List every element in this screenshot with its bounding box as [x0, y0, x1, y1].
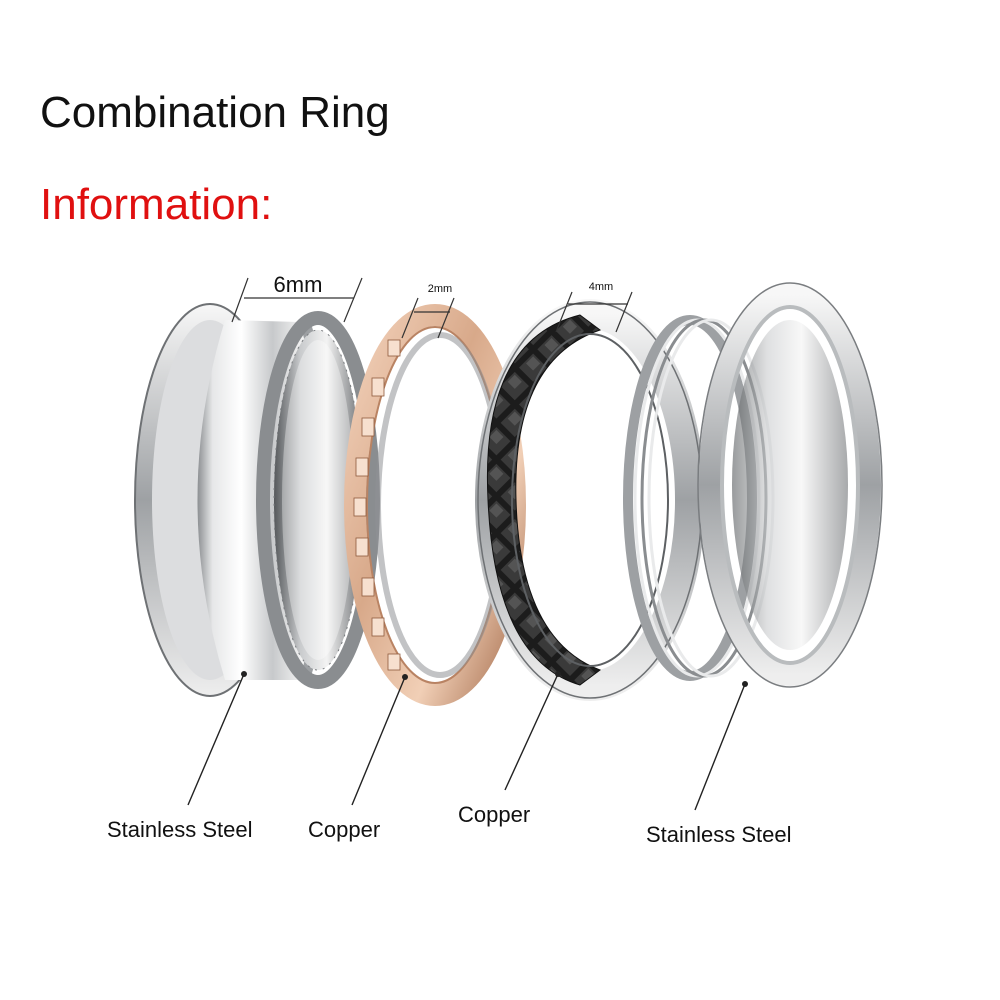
information-heading: Information:	[40, 180, 273, 229]
dimension-4mm: 4mm	[555, 281, 633, 333]
material-label-ring-4: Stainless Steel	[646, 822, 792, 847]
dimension-4mm-label: 4mm	[589, 281, 613, 293]
ring-4-stainless-steel-threaded	[623, 282, 883, 688]
dimension-6mm-label: 6mm	[274, 272, 323, 297]
material-label-ring-2: Copper	[308, 817, 380, 842]
ring-3-copper-diamond-band	[475, 299, 705, 701]
dimension-6mm: 6mm	[231, 272, 363, 323]
material-label-ring-3: Copper	[458, 802, 530, 827]
material-label-ring-1: Stainless Steel	[107, 817, 253, 842]
leader-lines	[187, 671, 748, 811]
page-title: Combination Ring	[40, 88, 390, 137]
dimension-2mm-label: 2mm	[428, 283, 452, 295]
ring-1-stainless-steel-wide	[134, 303, 380, 697]
dimension-2mm: 2mm	[401, 283, 455, 339]
